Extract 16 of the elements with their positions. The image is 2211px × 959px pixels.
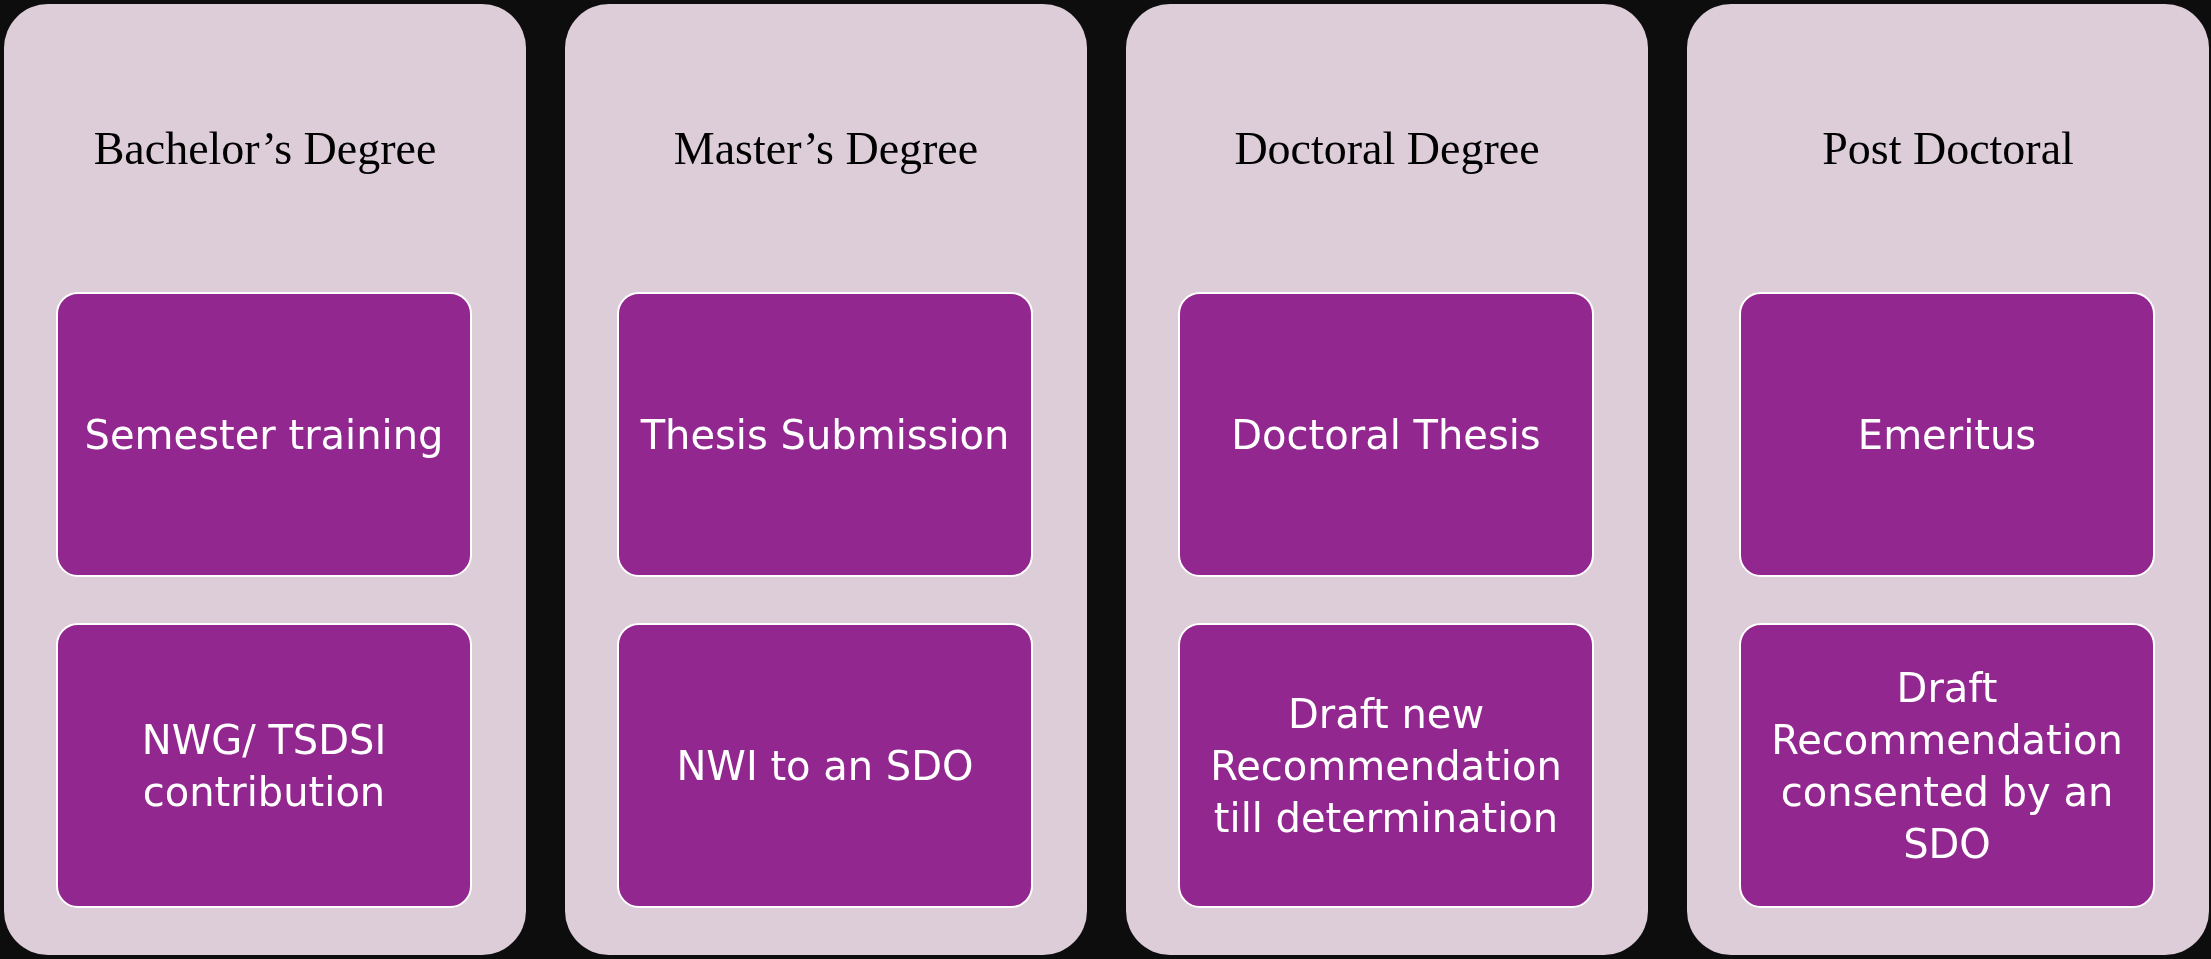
column-heading: Post Doctoral (1821, 122, 2075, 175)
stage-box: NWI to an SDO (617, 623, 1033, 908)
column-panel (1687, 4, 2209, 955)
stage-box: Emeritus (1739, 292, 2155, 577)
stage-box: Draft Recommendation consented by an SDO (1739, 623, 2155, 908)
column-heading: Master’s Degree (672, 122, 980, 175)
column-panel (1126, 4, 1648, 955)
stage-box: NWG/ TSDSI contribution (56, 623, 472, 908)
stage-box: Semester training (56, 292, 472, 577)
stage-box: Thesis Submission (617, 292, 1033, 577)
stage-box: Doctoral Thesis (1178, 292, 1594, 577)
column-heading: Doctoral Degree (1233, 122, 1541, 175)
column-panel (565, 4, 1087, 955)
column-panel (4, 4, 526, 955)
stage-box: Draft new Recommendation till determination (1178, 623, 1594, 908)
column-heading: Bachelor’s Degree (92, 122, 438, 175)
